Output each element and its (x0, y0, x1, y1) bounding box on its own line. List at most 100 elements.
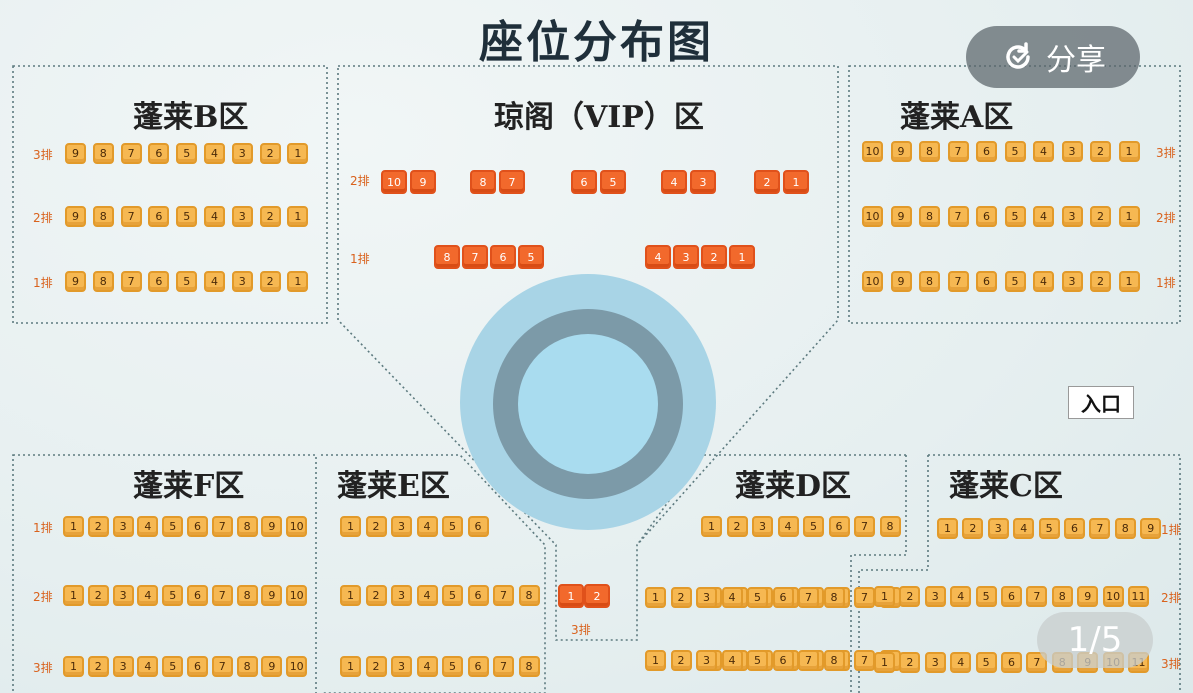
seat-f[interactable]: 1 (63, 656, 84, 677)
seat-e[interactable]: 3 (391, 585, 412, 606)
seat-a[interactable]: 6 (976, 206, 997, 227)
seat-b[interactable]: 7 (120, 143, 142, 164)
seat-c[interactable]: 2 (899, 652, 921, 673)
seat-c[interactable]: 8 (1114, 518, 1136, 539)
seat-f[interactable]: 5 (162, 585, 184, 606)
seat-d[interactable]: 3 (696, 650, 717, 671)
seat-d[interactable]: 7 (854, 516, 875, 537)
seat-a[interactable]: 5 (1004, 271, 1026, 292)
seat-c[interactable]: 7 (1089, 518, 1111, 539)
seat-f[interactable]: 3 (112, 516, 134, 537)
seat-a[interactable]: 8 (919, 271, 940, 292)
seat-a[interactable]: 10 (862, 141, 883, 162)
seat-a[interactable]: 6 (976, 141, 997, 162)
seat-vip[interactable]: 8 (434, 245, 460, 269)
seat-d[interactable]: 8 (823, 650, 845, 671)
seat-b[interactable]: 6 (148, 206, 170, 227)
seat-b[interactable]: 2 (259, 143, 281, 164)
seat-c[interactable]: 7 (1026, 586, 1048, 607)
seat-e[interactable]: 4 (416, 585, 438, 606)
seat-d[interactable]: 8 (823, 587, 845, 608)
seat-d[interactable]: 1 (645, 650, 666, 671)
seat-b[interactable]: 1 (287, 206, 309, 227)
seat-a[interactable]: 1 (1118, 141, 1140, 162)
seat-c[interactable]: 4 (950, 586, 972, 607)
seat-a[interactable]: 1 (1118, 271, 1140, 292)
seat-d[interactable]: 6 (772, 650, 794, 671)
seat-c[interactable]: 3 (924, 586, 946, 607)
seat-b[interactable]: 4 (204, 206, 225, 227)
seat-b[interactable]: 4 (204, 271, 225, 292)
seat-f[interactable]: 8 (236, 585, 258, 606)
seat-e[interactable]: 8 (518, 585, 540, 606)
seat-a[interactable]: 7 (947, 141, 969, 162)
seat-b[interactable]: 1 (287, 271, 309, 292)
seat-c[interactable]: 2 (899, 586, 921, 607)
seat-b[interactable]: 5 (176, 206, 198, 227)
seat-e[interactable]: 4 (416, 516, 438, 537)
seat-b[interactable]: 9 (65, 271, 86, 292)
seat-a[interactable]: 10 (862, 271, 883, 292)
seat-a[interactable]: 4 (1033, 141, 1054, 162)
seat-vip[interactable]: 3 (690, 170, 716, 194)
seat-vip[interactable]: 2 (701, 245, 727, 269)
seat-b[interactable]: 8 (92, 143, 114, 164)
seat-vip[interactable]: 5 (518, 245, 544, 269)
seat-b[interactable]: 6 (148, 143, 170, 164)
seat-d[interactable]: 7 (854, 587, 875, 608)
seat-f[interactable]: 3 (112, 656, 134, 677)
seat-e[interactable]: 6 (467, 516, 489, 537)
seat-c[interactable]: 8 (1051, 586, 1073, 607)
seat-b[interactable]: 8 (92, 271, 114, 292)
seat-f[interactable]: 7 (211, 656, 233, 677)
seat-c[interactable]: 2 (962, 518, 984, 539)
seat-e[interactable]: 7 (493, 585, 514, 606)
seat-f[interactable]: 6 (187, 585, 208, 606)
seat-vip[interactable]: 6 (490, 245, 516, 269)
seat-f[interactable]: 6 (187, 656, 208, 677)
seat-c[interactable]: 6 (1001, 586, 1022, 607)
seat-d[interactable]: 6 (772, 587, 794, 608)
seat-c[interactable]: 3 (987, 518, 1009, 539)
seat-b[interactable]: 7 (120, 271, 142, 292)
seat-d[interactable]: 2 (670, 587, 692, 608)
seat-f[interactable]: 1 (63, 516, 84, 537)
seat-vip[interactable]: 3 (673, 245, 699, 269)
seat-b[interactable]: 5 (176, 271, 198, 292)
seat-c[interactable]: 5 (975, 652, 997, 673)
seat-e[interactable]: 6 (467, 656, 489, 677)
seat-b[interactable]: 2 (259, 206, 281, 227)
seat-a[interactable]: 5 (1004, 141, 1026, 162)
seat-b[interactable]: 1 (287, 143, 309, 164)
seat-vip[interactable]: 4 (645, 245, 671, 269)
seat-b[interactable]: 8 (92, 206, 114, 227)
seat-a[interactable]: 4 (1033, 271, 1054, 292)
seat-b[interactable]: 5 (176, 143, 198, 164)
seat-e[interactable]: 3 (391, 656, 412, 677)
seat-vip[interactable]: 1 (783, 170, 809, 194)
seat-d[interactable]: 1 (701, 516, 722, 537)
seat-e[interactable]: 5 (442, 585, 463, 606)
seat-e[interactable]: 8 (518, 656, 540, 677)
seat-a[interactable]: 8 (919, 206, 940, 227)
share-button[interactable]: 分享 (966, 26, 1140, 88)
seat-f[interactable]: 7 (211, 585, 233, 606)
seat-center[interactable]: 2 (584, 584, 610, 608)
seat-d[interactable]: 7 (854, 650, 875, 671)
seat-a[interactable]: 6 (976, 271, 997, 292)
seat-a[interactable]: 7 (947, 271, 969, 292)
seat-f[interactable]: 2 (87, 656, 109, 677)
seat-c[interactable]: 4 (1013, 518, 1035, 539)
seat-c[interactable]: 9 (1140, 518, 1162, 539)
seat-f[interactable]: 4 (137, 585, 159, 606)
seat-d[interactable]: 4 (721, 587, 743, 608)
seat-e[interactable]: 2 (365, 585, 387, 606)
seat-a[interactable]: 3 (1061, 271, 1083, 292)
seat-c[interactable]: 4 (950, 652, 972, 673)
seat-a[interactable]: 2 (1090, 271, 1111, 292)
seat-d[interactable]: 5 (747, 587, 768, 608)
seat-e[interactable]: 1 (340, 585, 361, 606)
seat-b[interactable]: 3 (231, 271, 253, 292)
seat-d[interactable]: 2 (726, 516, 748, 537)
seat-f[interactable]: 7 (211, 516, 233, 537)
